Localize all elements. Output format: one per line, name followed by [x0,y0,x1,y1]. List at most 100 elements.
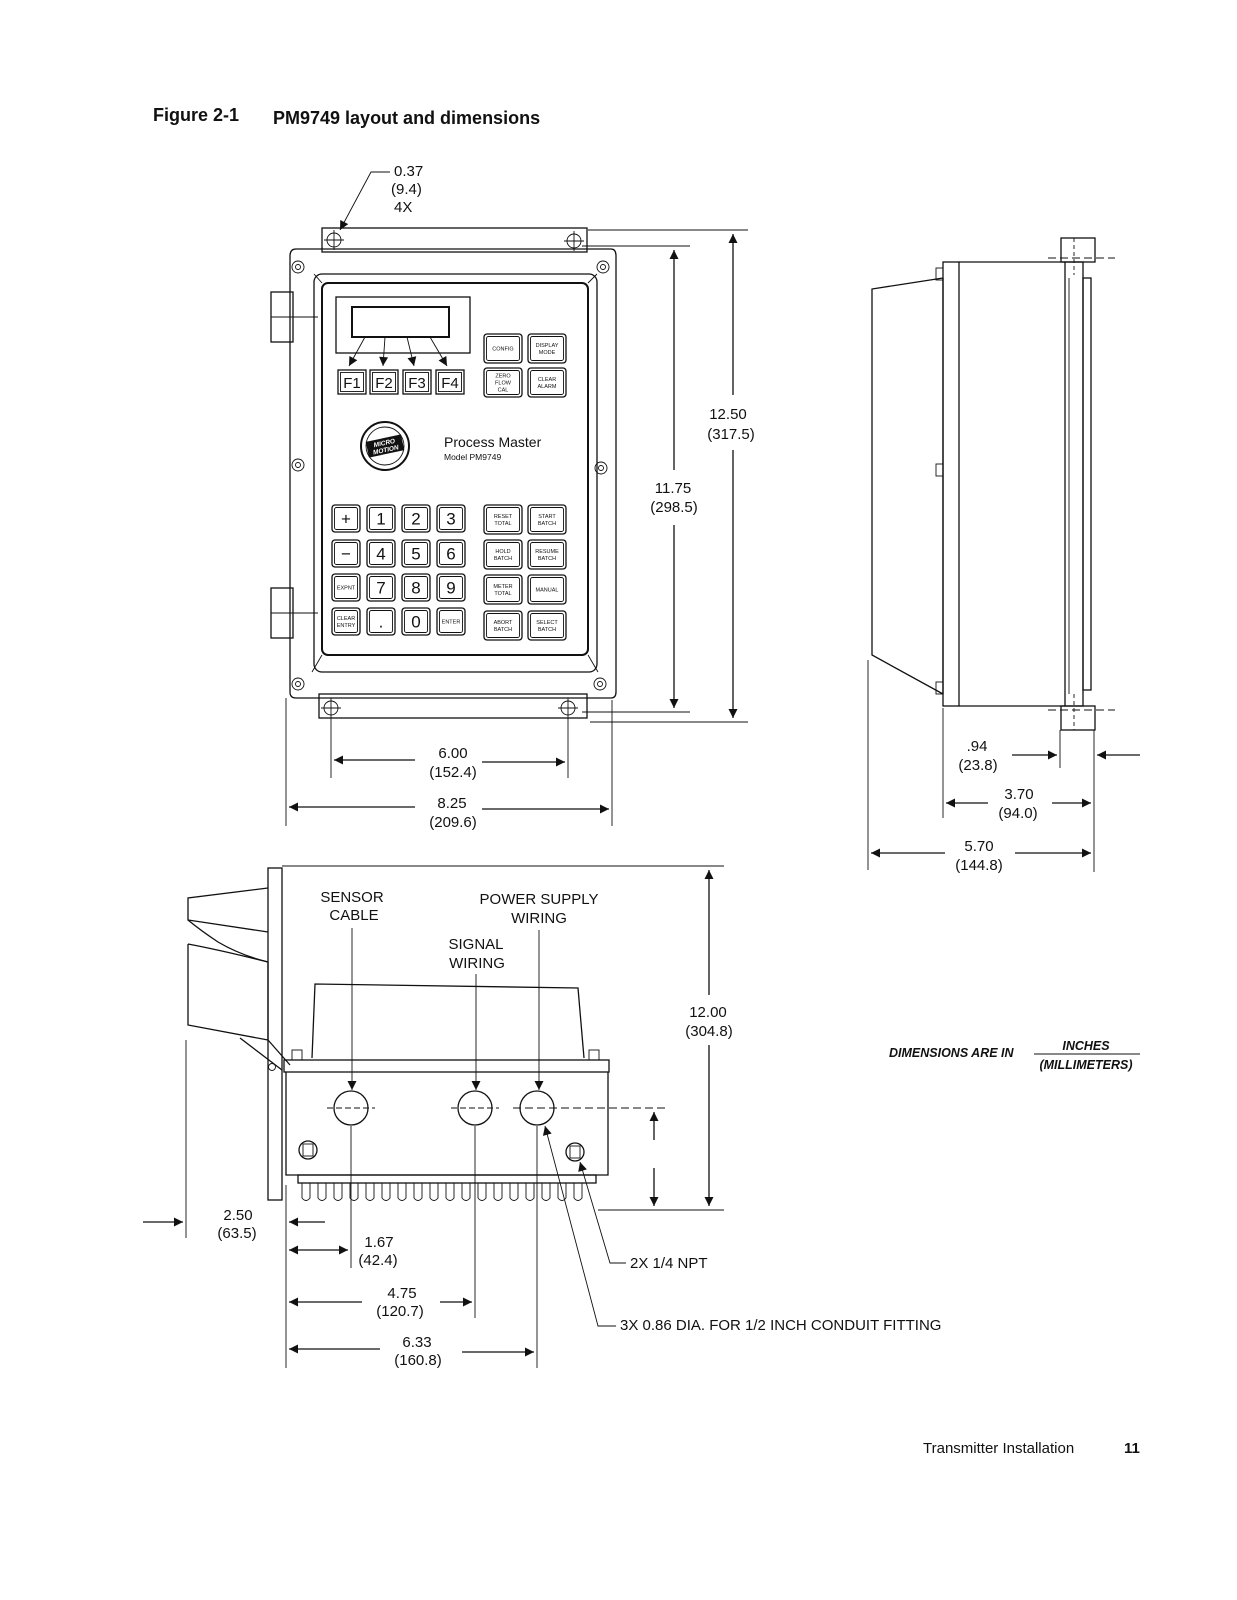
units-prefix: DIMENSIONS ARE IN [889,1046,1015,1060]
signal-wiring-label-1: SIGNAL [448,936,503,953]
bottom-mounting-flange [318,693,588,719]
keypad-key-label: CLEAR [337,616,355,622]
fin [477,1183,487,1201]
function-key-f2[interactable]: F2 [369,369,399,395]
keypad-key[interactable]: . [366,607,396,636]
fin [349,1183,359,1201]
function-key-f3[interactable]: F3 [402,369,432,395]
config-button[interactable]: CONFIG [483,333,523,364]
brand-name: Process Master [444,434,542,450]
keypad-key[interactable]: 0 [401,607,431,636]
screw-icon [291,677,305,691]
side-view: .94 (23.8) 3.70 (94.0) 5.70 (144.8) [867,237,1140,874]
keypad-key[interactable]: 8 [401,573,431,602]
conduit-callout: 3X 0.86 DIA. FOR 1/2 INCH CONDUIT FITTIN… [620,1317,941,1334]
fin [541,1183,551,1201]
fin [413,1183,423,1201]
hole1-value: 1.67 [364,1234,393,1251]
keypad-key[interactable]: 4 [366,539,396,568]
bottom-view: SENSOR CABLE POWER SUPPLY WIRING SIGNAL … [143,865,941,1369]
offset-left-value: 2.50 [223,1207,252,1224]
top-mounting-flange [321,227,588,253]
screw-icon [594,461,608,475]
start-batch-button-label: START [538,514,556,520]
mounting-hole-icon [564,231,584,251]
keypad-key[interactable]: 6 [436,539,466,568]
keypad-key-label: 2 [411,510,420,529]
keypad-key[interactable]: + [331,504,361,533]
conduit-hole-icon [513,1090,665,1126]
bottom-housing-top [311,983,585,1059]
resume-batch-button-label: BATCH [538,556,556,562]
overall-height-metric: (317.5) [707,426,755,443]
keypad-key-label: . [379,613,384,632]
select-batch-button-label: BATCH [538,627,556,633]
function-key-f1[interactable]: F1 [337,369,367,395]
overall-width-metric: (209.6) [429,814,477,831]
keypad-key-label: 8 [411,579,420,598]
hole-width-value: 6.00 [438,745,467,762]
overall-depth-metric: (144.8) [955,857,1003,874]
abort-batch-button-label: BATCH [494,627,512,633]
hole2-value: 4.75 [387,1285,416,1302]
keypad-key[interactable]: ENTER [436,607,466,636]
offset-left-metric: (63.5) [217,1225,256,1242]
front-view-dimensions: 0.37 (9.4) 4X 12.50 (317.5) 11.75 (298.5… [285,163,755,831]
fin [509,1183,519,1201]
display-mode-button-label: MODE [539,350,556,356]
fin [525,1183,535,1201]
screw-icon [291,458,305,472]
keypad-key-label: 3 [446,510,455,529]
fin [429,1183,439,1201]
keypad-key[interactable]: 2 [401,504,431,533]
hold-batch-button-label: BATCH [494,556,512,562]
keypad-key[interactable]: 5 [401,539,431,568]
units-note: DIMENSIONS ARE IN INCHES (MILLIMETERS) [889,1039,1140,1072]
keypad-key[interactable]: 3 [436,504,466,533]
function-key-label: F3 [408,375,426,392]
keypad-key-label: ENTRY [337,623,356,629]
keypad-key[interactable]: 1 [366,504,396,533]
npt-plug-icon [298,1140,318,1160]
hole2-metric: (120.7) [376,1303,424,1320]
hole1-metric: (42.4) [358,1252,397,1269]
npt-plug-icon [565,1142,585,1162]
keypad-key-label: ENTER [442,619,461,625]
keypad-key-label: 5 [411,545,420,564]
keypad-key[interactable]: − [331,539,361,568]
micro-motion-logo: MICRO MOTION [360,421,410,471]
fin [573,1183,583,1201]
reset-total-button-label: RESET [494,514,513,520]
hole-height-value: 11.75 [655,480,691,497]
fin [397,1183,407,1201]
keypad-key-label: 1 [376,510,385,529]
function-key-f4[interactable]: F4 [435,369,465,395]
svg-text:MICRO: MICRO [373,438,396,449]
manual-button-label: MANUAL [536,587,559,593]
housing-outline [289,248,617,699]
mounting-stud [1060,705,1096,731]
bottom-flange [267,867,283,1201]
select-batch-button-label: SELECT [536,620,558,626]
keypad-key[interactable]: 7 [366,573,396,602]
meter-total-button-label: METER [493,584,512,590]
fin [365,1183,375,1201]
keypad-key[interactable]: EXPNT [331,573,361,602]
manual-button[interactable]: MANUAL [527,574,567,605]
hole-dim-value: 0.37 [394,163,423,180]
fin [493,1183,503,1201]
keypad-key[interactable]: 9 [436,573,466,602]
